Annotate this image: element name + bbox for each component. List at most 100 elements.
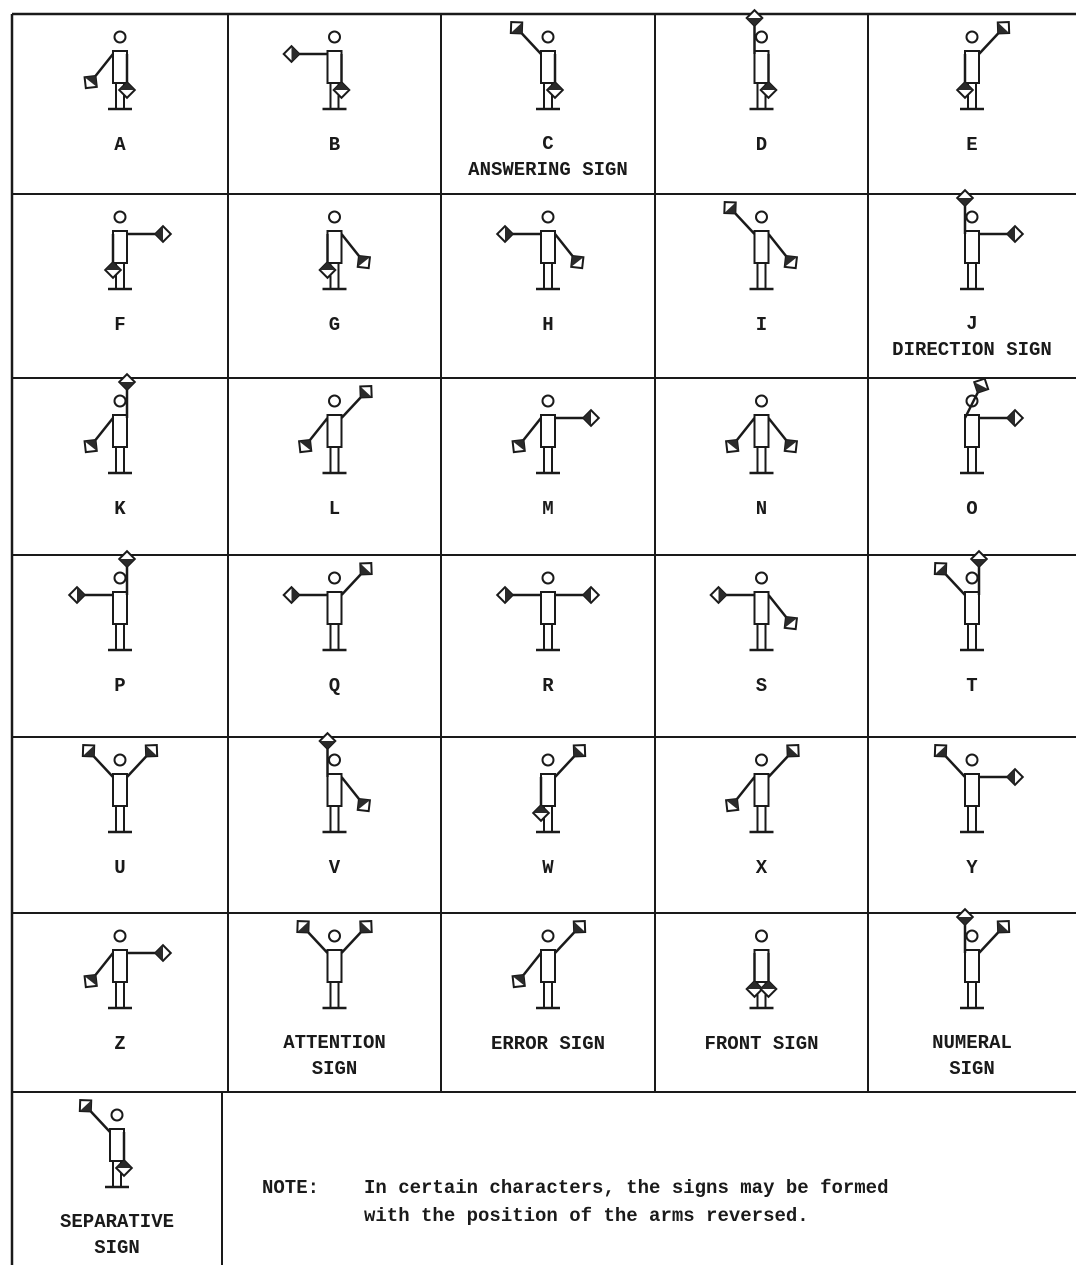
torso-shape — [328, 51, 342, 83]
semaphore-figure-x — [726, 745, 799, 832]
head-shape — [115, 755, 126, 766]
torso-shape — [541, 51, 555, 83]
semaphore-figure-c — [511, 22, 563, 109]
torso-shape — [755, 592, 769, 624]
head-shape — [115, 931, 126, 942]
flag-right — [155, 945, 171, 961]
arm-left — [307, 931, 327, 953]
flag-left — [957, 909, 973, 925]
torso-shape — [328, 774, 342, 806]
flag-right — [146, 745, 157, 756]
flag-right — [761, 981, 777, 997]
torso-shape — [110, 1129, 124, 1161]
cell-label-z: Z — [114, 1033, 125, 1055]
cell-label-p: P — [114, 675, 125, 697]
head-shape — [756, 32, 767, 43]
flag-right — [761, 82, 777, 98]
flag-left — [935, 745, 946, 756]
flag-left — [299, 440, 311, 452]
arm-right — [979, 931, 999, 953]
cell-label-r: R — [542, 675, 554, 697]
flag-right — [358, 256, 370, 268]
torso-shape — [328, 415, 342, 447]
arm-left — [945, 573, 965, 595]
arm-left — [736, 777, 755, 800]
torso-shape — [541, 950, 555, 982]
cell-sublabel-numeral: SIGN — [949, 1058, 995, 1080]
semaphore-figure-i — [724, 202, 797, 289]
semaphore-figure-front-sign — [747, 931, 777, 1009]
cell-label-h: H — [542, 314, 553, 336]
note-line-2: with the position of the arms reversed. — [364, 1205, 809, 1227]
flag-right — [574, 921, 585, 932]
cell-label-error-sign: ERROR SIGN — [491, 1033, 605, 1055]
head-shape — [543, 755, 554, 766]
flag-right — [360, 563, 371, 574]
note-block: NOTE: In certain characters, the signs m… — [262, 1177, 889, 1227]
flag-left — [724, 202, 735, 213]
head-shape — [115, 212, 126, 223]
semaphore-figure-o — [960, 379, 1023, 473]
torso-shape — [113, 51, 127, 83]
semaphore-figure-b — [284, 32, 350, 110]
flag-right — [571, 256, 583, 268]
cell-label-s: S — [756, 675, 767, 697]
flag-left — [511, 22, 522, 33]
arm-right — [342, 931, 362, 953]
cell-label-e: E — [966, 134, 977, 156]
semaphore-figure-p — [69, 551, 135, 650]
head-shape — [543, 32, 554, 43]
flag-left — [513, 975, 525, 987]
semaphore-figure-k — [85, 374, 135, 473]
flag-left — [80, 1100, 91, 1111]
arm-left — [736, 418, 755, 441]
torso-shape — [965, 415, 979, 447]
cell-label-u: U — [114, 857, 125, 879]
flag-right — [358, 799, 370, 811]
torso-shape — [755, 415, 769, 447]
flag-left — [935, 563, 946, 574]
arm-left — [90, 1110, 110, 1132]
cell-sublabel-attention: SIGN — [312, 1058, 358, 1080]
cell-label-n: N — [756, 498, 767, 520]
arm-left — [522, 418, 541, 441]
flag-left — [297, 921, 308, 932]
semaphore-figure-s — [711, 573, 797, 651]
flag-right — [360, 921, 371, 932]
head-shape — [115, 396, 126, 407]
semaphore-figure-z — [85, 931, 171, 1009]
head-shape — [543, 212, 554, 223]
arm-left — [93, 755, 113, 777]
flag-left — [957, 190, 973, 206]
torso-shape — [755, 774, 769, 806]
arm-right — [769, 755, 789, 777]
semaphore-figure-g — [320, 212, 370, 290]
head-shape — [756, 212, 767, 223]
arm-right — [342, 573, 362, 595]
head-shape — [543, 573, 554, 584]
torso-shape — [541, 231, 555, 263]
semaphore-figure-m — [513, 396, 599, 474]
head-shape — [543, 931, 554, 942]
cell-label-i: I — [756, 314, 767, 336]
flag-left — [747, 10, 763, 26]
arm-right — [769, 595, 788, 618]
torso-shape — [541, 774, 555, 806]
arm-right — [342, 234, 361, 257]
head-shape — [329, 212, 340, 223]
torso-shape — [755, 950, 769, 982]
arm-left — [945, 755, 965, 777]
arm-right — [769, 418, 788, 441]
cell-label-d: D — [756, 134, 767, 156]
flag-right — [119, 374, 135, 390]
head-shape — [115, 573, 126, 584]
semaphore-figure-d — [747, 10, 777, 109]
semaphore-figure-w — [533, 745, 585, 832]
semaphore-figure-r — [497, 573, 599, 651]
cell-label-attention: ATTENTION — [283, 1032, 386, 1054]
head-shape — [756, 931, 767, 942]
flag-right — [787, 745, 798, 756]
arm-left — [309, 418, 328, 441]
head-shape — [329, 755, 340, 766]
